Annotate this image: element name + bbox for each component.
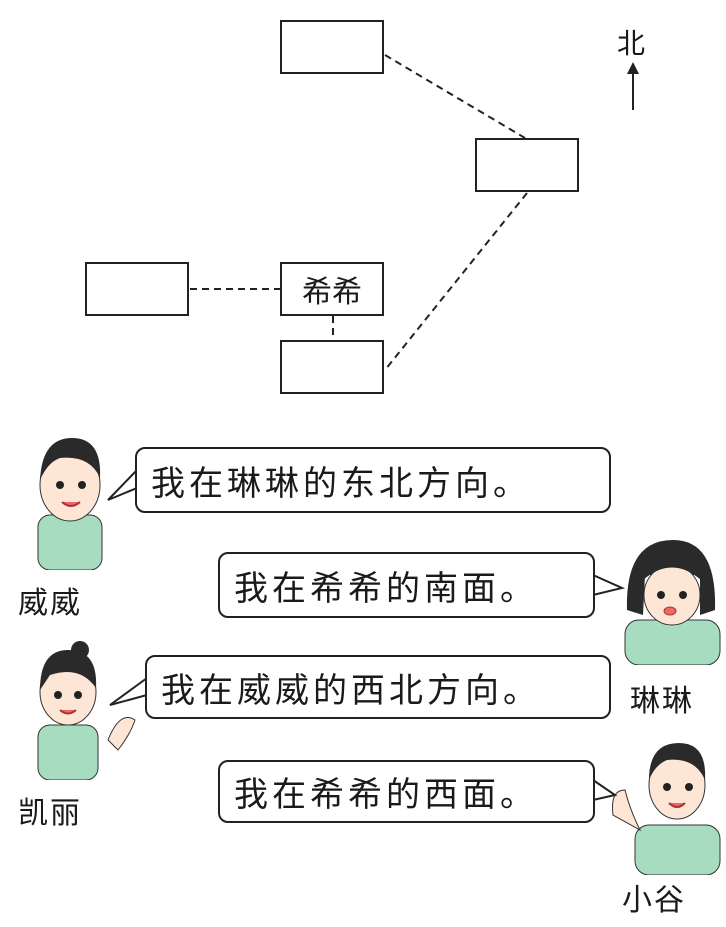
speech-text: 我在希希的西面。: [234, 775, 538, 815]
speech-text: 我在威威的西北方向。: [161, 670, 541, 711]
connector-right-to-bottom: [384, 192, 528, 371]
speech-bubble-linlin: 我在希希的南面。: [218, 552, 595, 618]
name-linlin: 琳琳: [630, 684, 694, 719]
answer-box-right[interactable]: [475, 138, 579, 192]
answer-box-bottom[interactable]: [280, 340, 384, 394]
speech-bubble-weiwei: 我在琳琳的东北方向。: [135, 447, 611, 513]
north-label: 北: [617, 27, 646, 60]
answer-box-top[interactable]: [280, 20, 384, 74]
linlin-figure: [624, 540, 721, 665]
speech-text: 我在希希的南面。: [234, 568, 538, 609]
xixi-box: 希希: [280, 262, 384, 316]
speech-text: 我在琳琳的东北方向。: [151, 463, 531, 504]
name-weiwei: 威威: [18, 586, 82, 621]
speech-bubble-kaili: 我在威威的西北方向。: [145, 655, 611, 719]
kaili-figure: [37, 641, 136, 780]
weiwei-figure: [37, 438, 103, 570]
name-kaili: 凯丽: [18, 796, 82, 831]
answer-box-left[interactable]: [85, 262, 189, 316]
dashed-connectors: [190, 54, 639, 371]
north-arrow-icon: [627, 62, 639, 110]
connector-top-to-right: [384, 54, 526, 139]
speech-bubble-xiaogu: 我在希希的西面。: [218, 760, 595, 823]
name-xiaogu: 小谷: [622, 883, 686, 918]
xiaogu-figure: [612, 743, 721, 875]
